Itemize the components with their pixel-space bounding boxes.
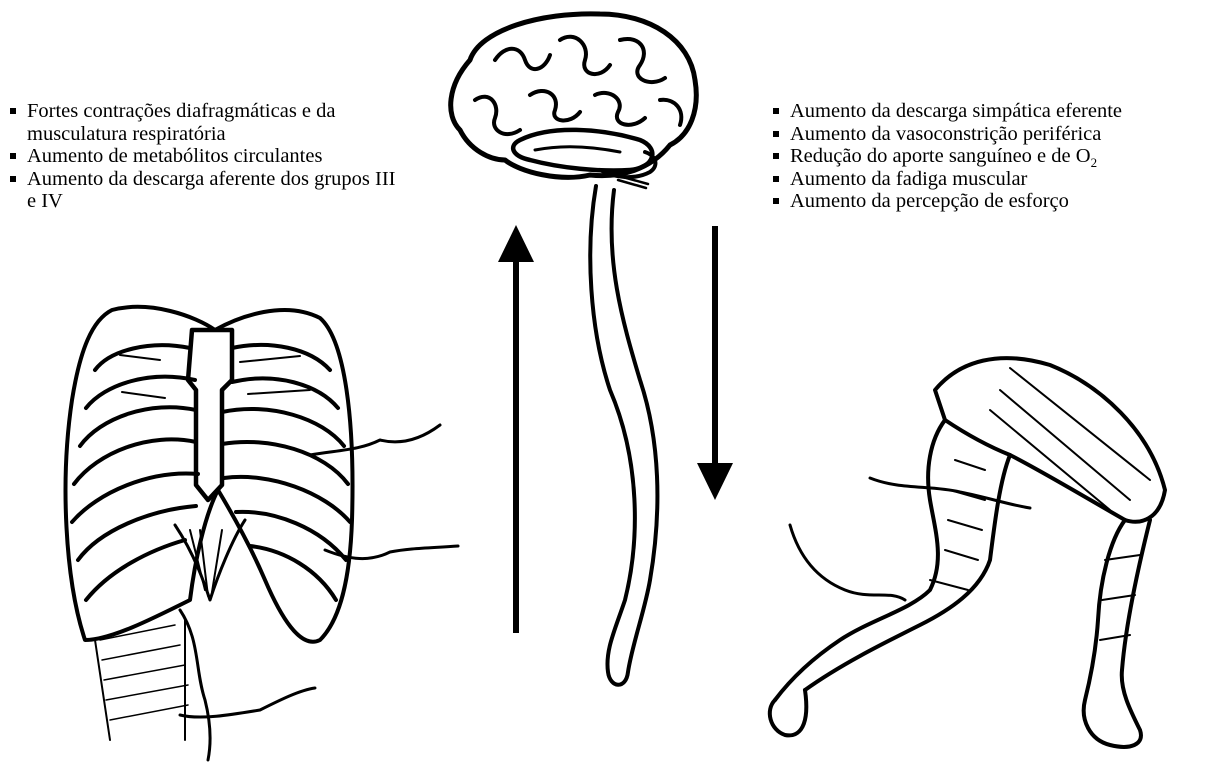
efferent-effects-list: Aumento da descarga simpática eferente A… [769,100,1205,213]
spinal-cord-icon [590,186,657,685]
list-item: Aumento da fadiga muscular [769,168,1205,191]
leg-muscles-icon [770,358,1165,747]
list-item: Redução do aporte sanguíneo e de O2 [769,145,1205,168]
list-item: Aumento de metabólitos circulantes [6,145,426,168]
list-item: Aumento da vasoconstrição periférica [769,123,1205,146]
list-item: Aumento da descarga aferente dos grupos … [6,168,407,213]
list-item: Aumento da percepção de esforço [769,190,1205,213]
arrow-up-icon [498,225,534,633]
list-item: Fortes contrações diafragmáticas e da mu… [6,100,427,145]
list-item-text: Redução do aporte sanguíneo e de O [790,145,1091,167]
rib-cage-icon [66,307,353,740]
afferent-effects-list: Fortes contrações diafragmáticas e da mu… [6,100,426,213]
arrow-down-icon [697,226,733,500]
brain-icon [451,14,697,188]
list-item: Aumento da descarga simpática eferente [769,100,1205,123]
